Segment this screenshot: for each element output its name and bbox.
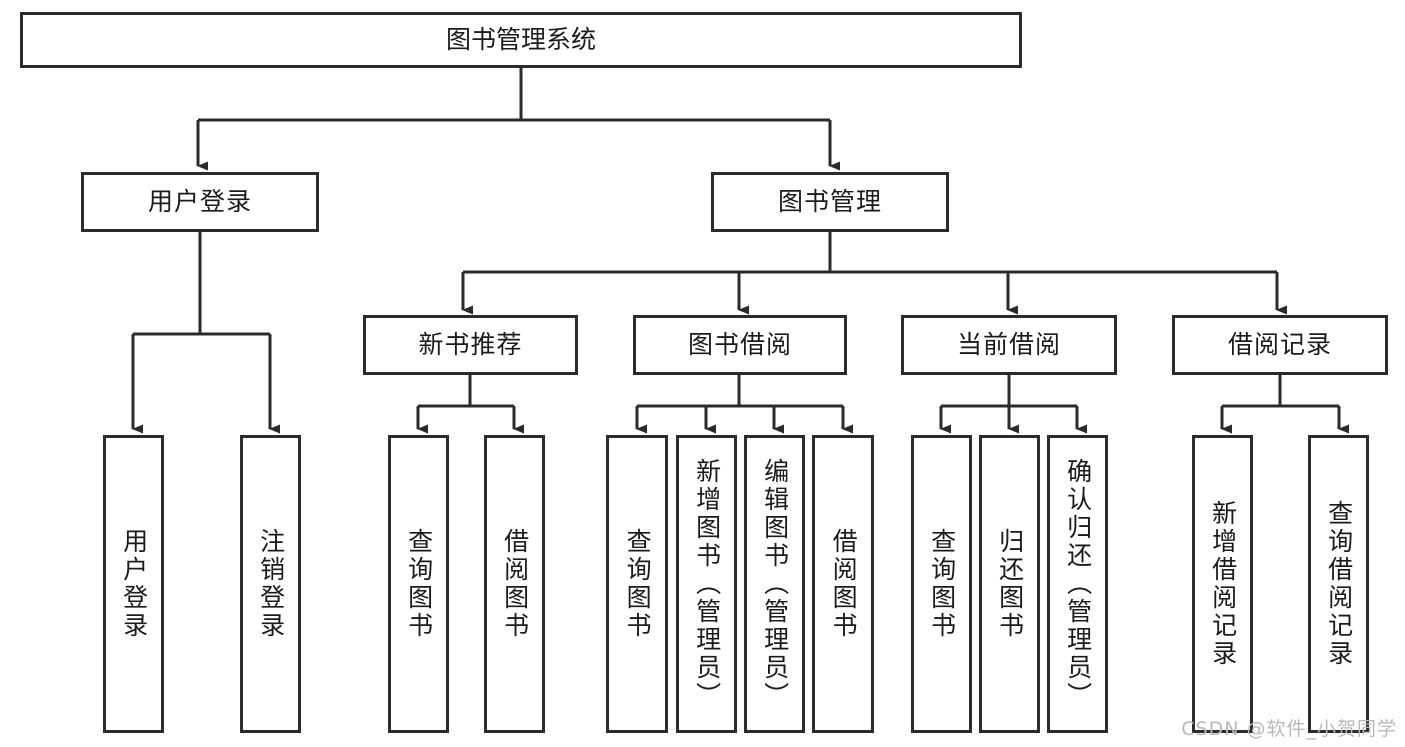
- node-leaf-logout-label: 注销登录: [256, 528, 286, 640]
- node-leaf-query-book-3[interactable]: 查询图书: [911, 435, 972, 733]
- node-leaf-borrow-book-1[interactable]: 借阅图书: [484, 435, 545, 733]
- node-leaf-query-record-label: 查询借阅记录: [1324, 500, 1354, 668]
- node-book-manage[interactable]: 图书管理: [711, 172, 949, 232]
- node-book-manage-label: 图书管理: [777, 186, 882, 216]
- node-leaf-return-book-label: 归还图书: [995, 528, 1025, 640]
- node-leaf-confirm-return-label: 确认归还（管理员）: [1063, 458, 1093, 710]
- node-leaf-borrow-book-2[interactable]: 借阅图书: [812, 435, 874, 733]
- node-root-label: 图书管理系统: [445, 24, 596, 54]
- node-leaf-query-book-1-label: 查询图书: [404, 528, 434, 640]
- node-leaf-query-book-3-label: 查询图书: [927, 528, 957, 640]
- node-leaf-query-book-2-label: 查询图书: [623, 528, 653, 640]
- node-borrow-record-label: 借阅记录: [1227, 329, 1332, 359]
- node-current-borrow-label: 当前借阅: [956, 329, 1061, 359]
- node-new-book-recommend-label: 新书推荐: [418, 329, 523, 359]
- node-leaf-add-record-label: 新增借阅记录: [1208, 500, 1238, 668]
- node-user-login-label: 用户登录: [147, 186, 252, 216]
- node-leaf-add-record[interactable]: 新增借阅记录: [1192, 435, 1253, 733]
- node-leaf-return-book[interactable]: 归还图书: [979, 435, 1040, 733]
- node-leaf-user-login[interactable]: 用户登录: [103, 435, 164, 733]
- node-book-borrow[interactable]: 图书借阅: [633, 315, 847, 375]
- node-leaf-edit-book[interactable]: 编辑图书（管理员）: [744, 435, 805, 733]
- node-leaf-query-book-1[interactable]: 查询图书: [388, 435, 449, 733]
- node-leaf-add-book[interactable]: 新增图书（管理员）: [676, 435, 737, 733]
- node-leaf-borrow-book-2-label: 借阅图书: [829, 528, 859, 640]
- node-leaf-user-login-label: 用户登录: [119, 528, 149, 640]
- node-borrow-record[interactable]: 借阅记录: [1172, 315, 1388, 375]
- node-leaf-query-book-2[interactable]: 查询图书: [606, 435, 668, 733]
- node-user-login[interactable]: 用户登录: [81, 172, 319, 232]
- node-current-borrow[interactable]: 当前借阅: [901, 315, 1117, 375]
- node-leaf-add-book-label: 新增图书（管理员）: [692, 458, 722, 710]
- node-leaf-query-record[interactable]: 查询借阅记录: [1308, 435, 1369, 733]
- node-leaf-logout[interactable]: 注销登录: [240, 435, 301, 733]
- node-root[interactable]: 图书管理系统: [20, 12, 1022, 68]
- node-leaf-borrow-book-1-label: 借阅图书: [500, 528, 530, 640]
- node-leaf-edit-book-label: 编辑图书（管理员）: [760, 458, 790, 710]
- node-new-book-recommend[interactable]: 新书推荐: [363, 315, 578, 375]
- node-book-borrow-label: 图书借阅: [687, 329, 792, 359]
- node-leaf-confirm-return[interactable]: 确认归还（管理员）: [1047, 435, 1108, 733]
